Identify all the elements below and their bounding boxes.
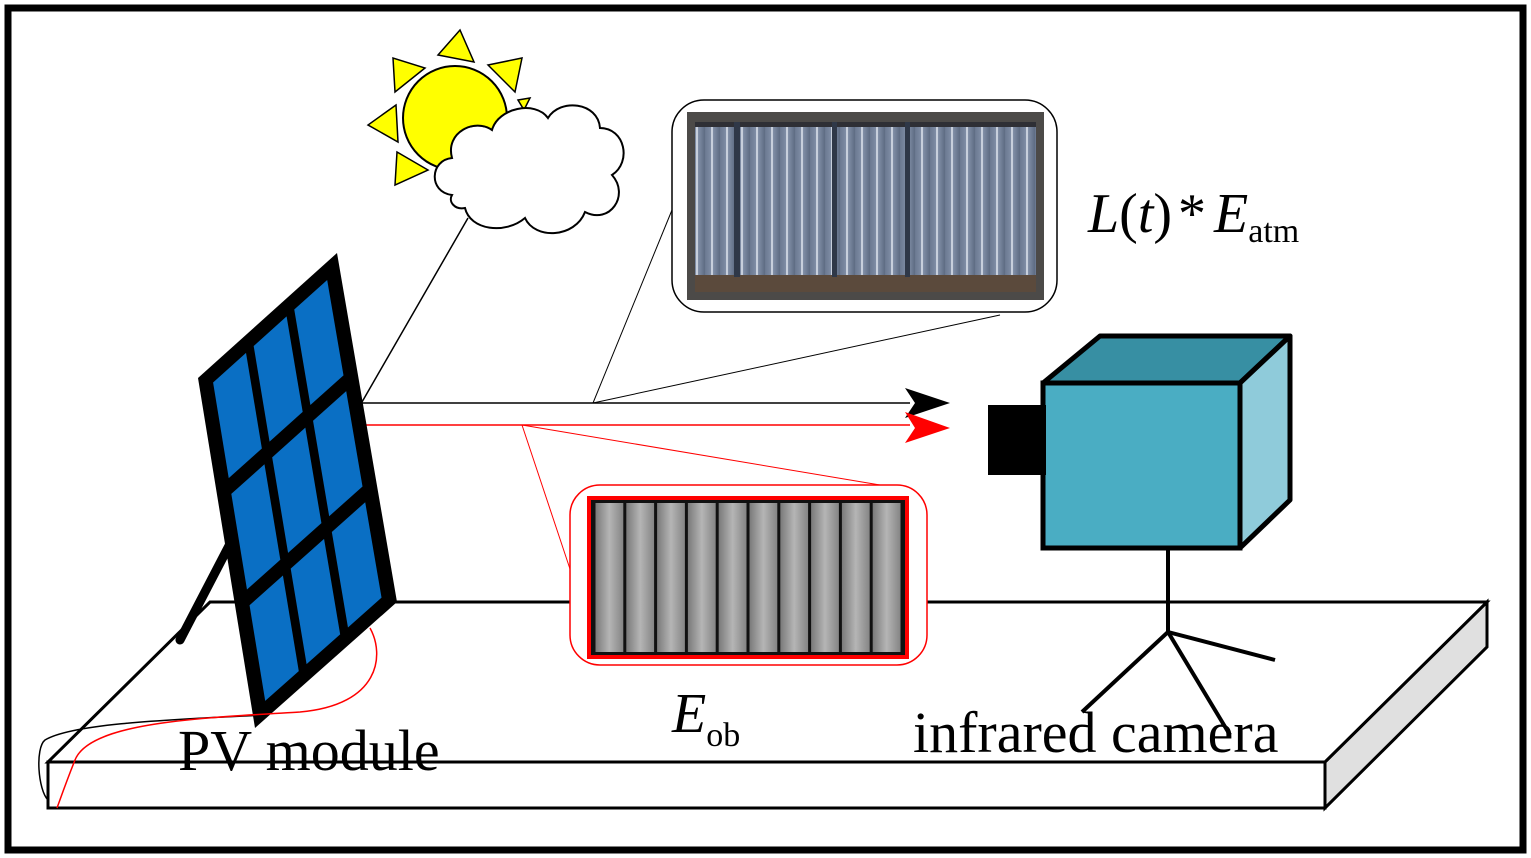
panel-cell <box>249 575 299 701</box>
ir-cell-column <box>595 503 624 652</box>
ir-cell-column <box>687 503 716 652</box>
panel-cell <box>213 352 262 479</box>
panel-cell <box>290 538 341 665</box>
ir-cell-column <box>841 503 870 652</box>
ir-cell-column <box>811 503 839 652</box>
ir-cell-column <box>780 503 809 652</box>
visible-callout-line <box>592 314 1001 404</box>
ir-cell-column <box>749 503 778 652</box>
ir-cell-column <box>657 503 685 652</box>
panel-cell <box>272 427 322 553</box>
ir-callout-line <box>521 424 573 576</box>
panel-cell <box>231 464 281 590</box>
panel-cell <box>313 391 363 517</box>
pv-module-label: PV module <box>178 718 440 783</box>
cloud-icon <box>433 104 625 234</box>
ir-cell-column <box>718 503 747 652</box>
ir-cell-column <box>872 503 901 652</box>
red-cable <box>56 627 378 809</box>
visible-callout-line <box>592 209 673 404</box>
pv-panel <box>175 253 397 728</box>
ir-cell-column <box>626 503 655 652</box>
reflected-formula: L(t)*Eatm <box>1087 183 1299 250</box>
infrared-image-callout <box>569 484 928 666</box>
emitted-arrowhead <box>905 412 950 443</box>
panel-cell <box>294 279 344 406</box>
ir-callout-line <box>521 424 881 486</box>
emitted-formula: Eob <box>671 683 740 754</box>
camera-lens <box>988 405 1046 475</box>
reflected-arrowhead <box>905 388 950 418</box>
table-slab <box>44 598 1491 812</box>
panel-cell <box>253 316 303 442</box>
visible-image-callout <box>671 99 1058 313</box>
infrared-camera-label: infrared camera <box>913 700 1278 765</box>
sky-ray <box>361 217 469 403</box>
black-cable <box>38 714 266 801</box>
panel-cell <box>331 502 382 628</box>
infrared-camera-icon <box>988 333 1293 737</box>
